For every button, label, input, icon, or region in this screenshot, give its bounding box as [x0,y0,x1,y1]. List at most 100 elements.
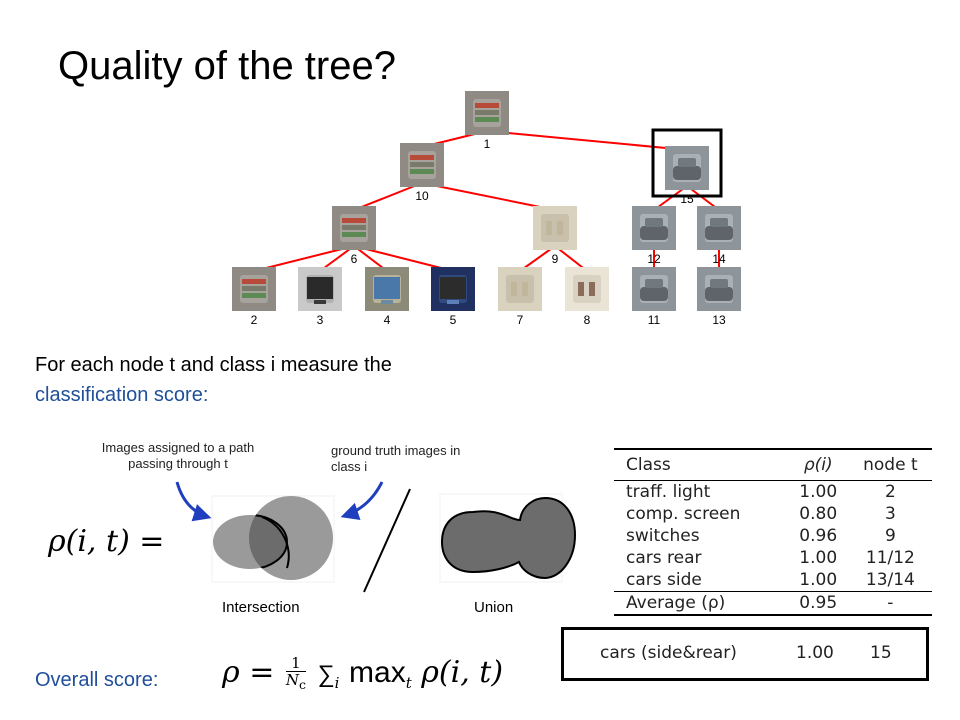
tree-node-10: 10 [400,143,444,203]
table-row: cars side 1.00 13/14 [614,569,932,592]
table-cell: 9 [884,526,896,546]
formula-denominator: Nc [286,672,306,693]
venn-overlap [249,515,287,569]
formula-numerator: 1 [285,655,307,672]
tree-nodes: 1 10 15 6 9 12 14 2 3 4 5 7 8 11 13 [232,91,741,327]
table-header-rho: ρ(i) [787,448,849,481]
highlight-box [561,627,929,681]
tree-node-label: 5 [450,313,457,327]
table-cell: 0.80 [799,504,838,524]
formula-max-sub: t [405,674,412,692]
formula-tail: ρ(i, t) [421,655,504,690]
tree-node-6: 6 [332,206,376,266]
highlight-node: 15 [870,643,892,663]
formula-fraction: 1 Nc [285,655,307,693]
division-line [363,488,411,593]
tree-node-14: 14 [697,206,741,266]
highlight-class: cars (side&rear) [600,643,737,663]
formula-sum: ∑ [317,661,335,688]
description-line-2: classification score: [35,384,209,406]
venn-union-shape [440,496,577,580]
table-cell: 1.00 [799,482,838,502]
tree-node-label: 3 [317,313,324,327]
tree-node-label: 14 [712,252,726,266]
table-cell: 3 [884,504,896,524]
tree-node-label: 12 [647,252,661,266]
table-header-node: node t [848,448,932,481]
formula-sum-sub: i [334,674,340,692]
table-cell: cars rear [626,548,702,568]
tree-edge [421,182,556,211]
tree-node-3: 3 [298,267,342,327]
tree-node-8: 8 [565,267,609,327]
table-cell: traff. light [626,482,711,502]
note-ground-truth: ground truth images in class i [331,443,461,474]
caption-union: Union [474,599,514,616]
table-row: switches 0.96 9 [614,525,932,547]
table-cell: switches [626,526,700,546]
tree-node-11: 11 [632,267,676,327]
tree-node-13: 13 [697,267,741,327]
table-cell: 0.95 [787,591,849,616]
table-cell: cars side [614,569,788,592]
tree-node-4: 4 [365,267,409,327]
tree-edge [554,245,588,272]
formula-equals: = [249,655,275,690]
tree-node-label: 11 [648,313,661,327]
table-cell: - [848,591,932,616]
slide-title: Quality of the tree? [58,44,396,88]
tree-edge [353,245,388,272]
table-cell: 0.96 [799,526,838,546]
highlight-score: 1.00 [796,643,834,663]
tree-edge [353,182,423,211]
tree-edge [519,245,556,272]
tree-node-2: 2 [232,267,276,327]
tree-edge [353,245,454,272]
table-average-row: Average (ρ) 0.95 - [614,591,932,616]
formula-rho: ρ [222,655,240,690]
tree-node-12: 12 [632,206,676,266]
note-assigned-images: Images assigned to a path passing throug… [101,440,255,471]
table-cell: 1.00 [799,548,838,568]
tree-node-label: 10 [415,189,429,203]
table-row: cars rear 1.00 11/12 [614,547,932,569]
arrow-assigned-icon [175,481,212,522]
tree-node-label: 1 [484,137,491,151]
tree-node-15: 15 [651,128,723,206]
tree-node-9: 9 [533,206,577,266]
highlight-node-box [651,128,723,198]
overall-score-formula: ρ = 1 Nc ∑i maxt ρ(i, t) [222,655,503,693]
formula-max: max [349,656,406,689]
table-cell: comp. screen [626,504,741,524]
caption-intersection: Intersection [222,599,300,616]
table-cell: 2 [884,482,896,502]
tree-node-label: 7 [517,313,524,327]
table-row: traff. light 1.00 2 [614,481,932,504]
tree-node-label: 9 [552,252,559,266]
tree-node-1: 1 [465,91,509,151]
tree-node-label: 13 [712,313,726,327]
table-cell: 1.00 [787,569,849,592]
table-cell: 11/12 [865,548,915,568]
tree-node-7: 7 [498,267,542,327]
tree-node-label: 6 [351,252,358,266]
table-cell: 13/14 [848,569,932,592]
description-line-1: For each node t and class i measure the [35,354,392,376]
tree-edge [319,245,355,272]
table-row: comp. screen 0.80 3 [614,503,932,525]
tree-node-label: 4 [384,313,391,327]
tree-node-label: 2 [251,313,258,327]
tree-node-5: 5 [431,267,475,327]
tree-node-label: 8 [584,313,591,327]
tree-diagram: 1 10 15 6 9 12 14 2 3 4 5 7 8 11 13 [232,91,741,327]
arrow-ground-truth-icon [340,481,384,520]
tree-edge [253,245,355,272]
table-cell: Average (ρ) [614,591,788,616]
rho-definition: ρ(i, t) = [48,524,165,559]
table-header-row: Class ρ(i) node t [614,448,932,481]
overall-score-label: Overall score: [35,669,159,691]
formula-denominator-n: N [285,671,299,689]
formula-denominator-sub: c [299,677,307,692]
